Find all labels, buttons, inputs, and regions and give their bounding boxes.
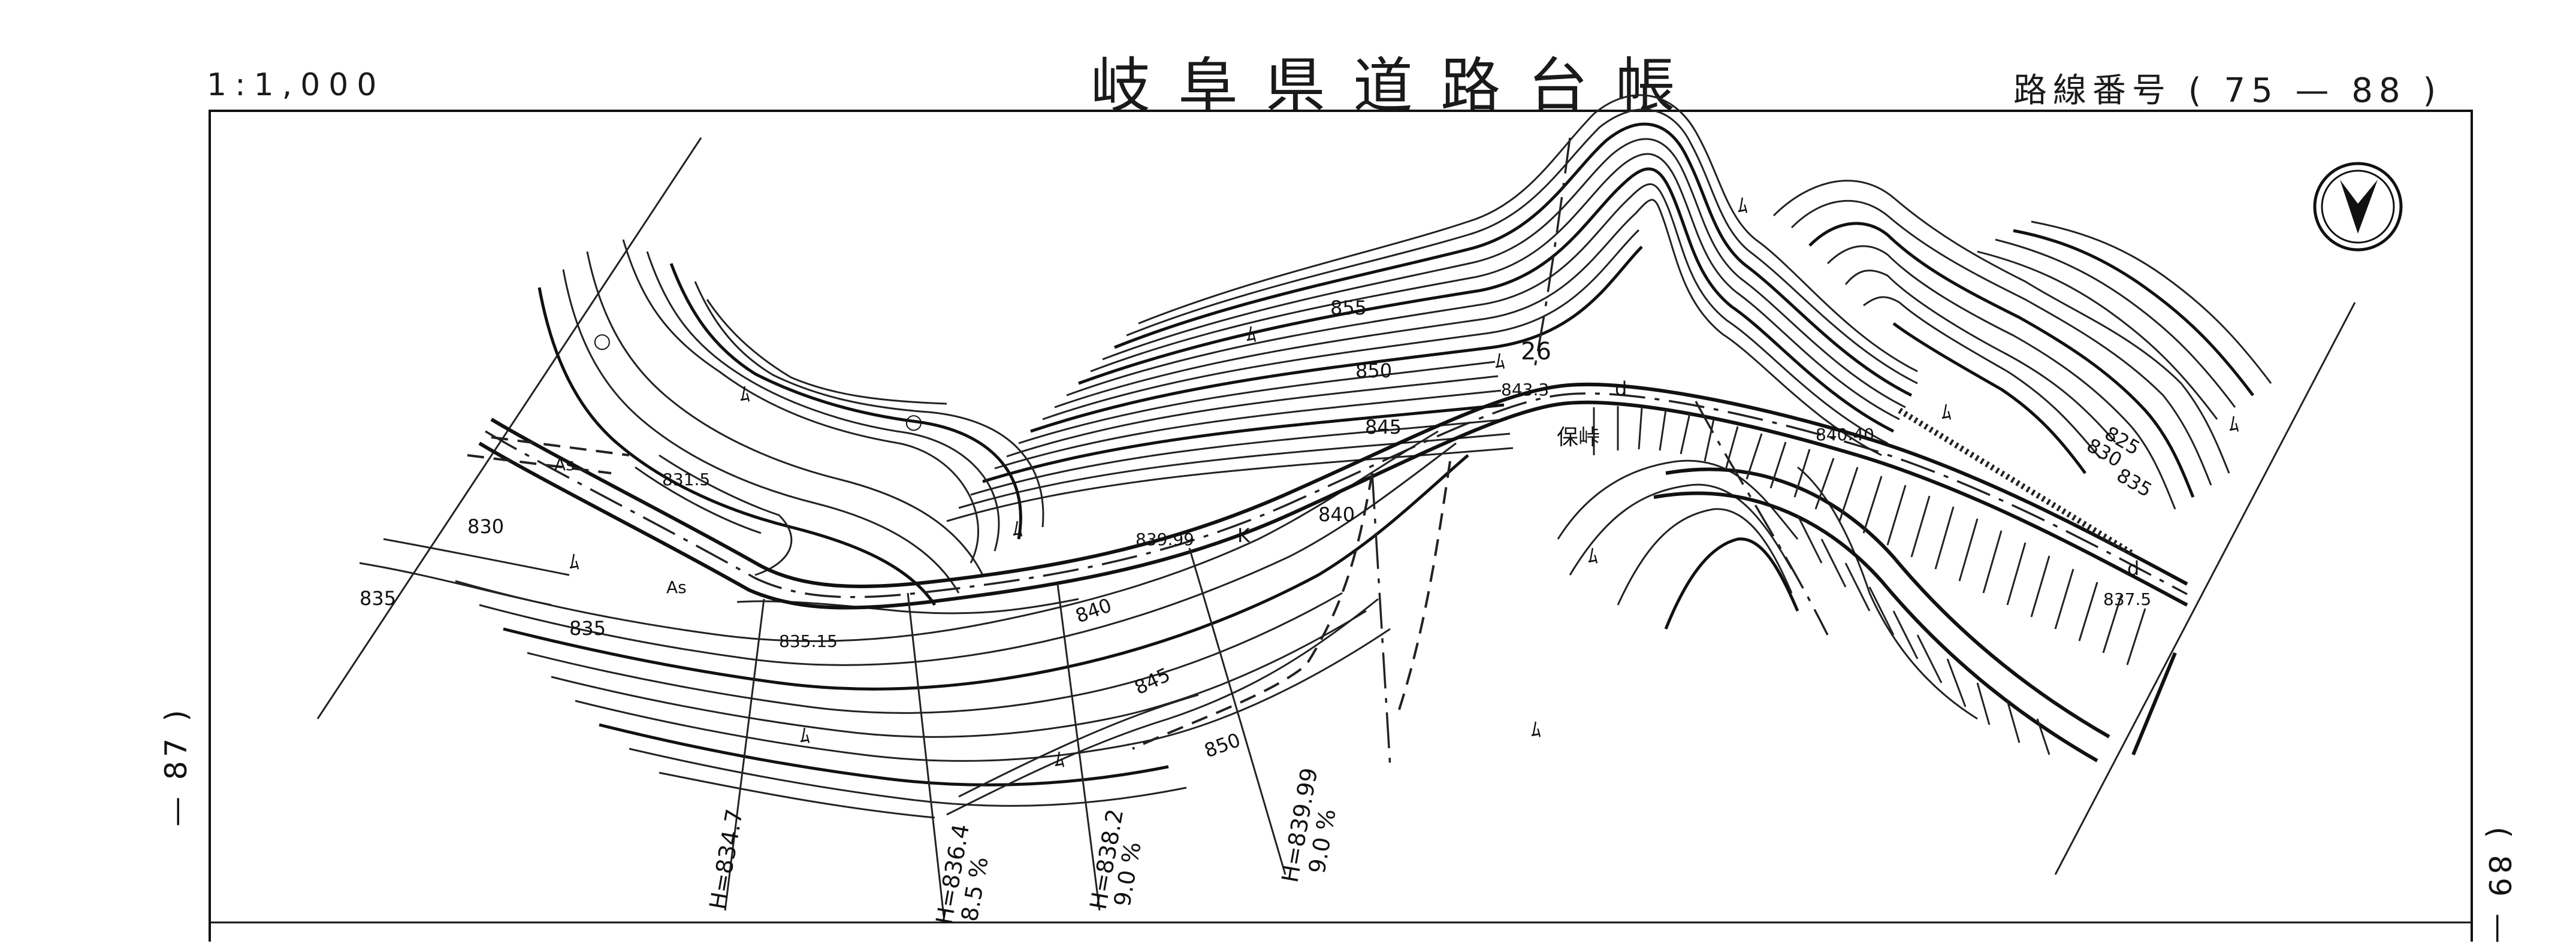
svg-text:ﾑ: ﾑ	[1495, 350, 1505, 374]
svg-text:ﾑ: ﾑ	[1941, 401, 1952, 425]
map-annotations: 保峠 26 As As K d d	[554, 338, 2139, 597]
svg-text:ﾑ: ﾑ	[740, 383, 750, 407]
contour-label: 835	[2113, 464, 2156, 501]
contour-label: 845	[1365, 416, 1402, 438]
spot-heights: 831.5 839.99 843.3 840.40 837.5 835.15	[662, 380, 2151, 651]
section-height: H=834.7	[705, 807, 748, 911]
contour-label: 835	[569, 617, 606, 640]
svg-text:ﾑ: ﾑ	[1531, 718, 1541, 742]
cut-slope-hatching	[1593, 406, 2146, 755]
guard-rail	[1898, 407, 2135, 557]
section-leaders	[724, 547, 1287, 917]
contours-left	[537, 239, 1079, 615]
route-number: 路線番号 ( 75 — 88 )	[2013, 71, 2442, 110]
boundary-lines	[467, 137, 1829, 767]
bridge-label: 保峠	[1557, 425, 1600, 450]
svg-text:ﾑ: ﾑ	[1013, 518, 1023, 541]
contour-label: 845	[1131, 663, 1173, 699]
d-label: d	[1615, 377, 1627, 400]
spot-height: 840.40	[1816, 425, 1874, 444]
contour-label: 830	[467, 515, 504, 538]
k-label: K	[1237, 524, 1251, 547]
svg-text:○: ○	[905, 410, 923, 434]
asphalt-label: As	[666, 577, 687, 597]
vegetation-symbols: ﾑ ﾑ ﾑ ﾑ ﾑ ﾑ ﾑ ﾑ ﾑ ﾑ ﾑ ﾑ ○ ○	[569, 194, 2239, 772]
svg-text:ﾑ: ﾑ	[2229, 413, 2239, 437]
contour-label: 840	[1318, 503, 1355, 526]
match-line-right	[2054, 302, 2356, 875]
svg-text:ﾑ: ﾑ	[800, 724, 810, 748]
contours-upper	[946, 94, 2272, 522]
contour-label: 835	[360, 587, 396, 610]
road	[478, 382, 2188, 763]
route-no-label: 26	[1521, 338, 1551, 365]
spot-height: 843.3	[1501, 380, 1549, 400]
spot-height: 837.5	[2103, 589, 2151, 609]
contour-label: 840	[1073, 594, 1115, 628]
asphalt-label: As	[554, 455, 575, 474]
d-label: d	[2127, 557, 2139, 580]
contours-lower	[359, 430, 1978, 819]
svg-text:○: ○	[593, 329, 611, 353]
svg-text:ﾑ: ﾑ	[1588, 544, 1598, 568]
map-frame	[209, 110, 2473, 942]
spot-height: 839.99	[1136, 530, 1194, 549]
map-title: 岐阜県道路台帳	[1091, 51, 1703, 121]
spot-height: 831.5	[662, 470, 710, 489]
contour-label: 850	[1355, 359, 1392, 382]
svg-text:ﾑ: ﾑ	[1246, 323, 1257, 347]
svg-text:ﾑ: ﾑ	[1738, 194, 1748, 218]
spot-height: 835.15	[779, 631, 838, 651]
contour-label: 850	[1201, 728, 1243, 763]
svg-text:ﾑ: ﾑ	[1055, 748, 1065, 772]
svg-text:ﾑ: ﾑ	[569, 550, 579, 574]
map-scale: 1:1,000	[207, 67, 385, 103]
contour-label: 855	[1330, 296, 1367, 319]
cross-section-labels: H=834.7 H=836.4 8.5 % H=838.2 9.0 % H=83…	[705, 766, 1341, 926]
north-arrow-icon	[2313, 162, 2403, 252]
